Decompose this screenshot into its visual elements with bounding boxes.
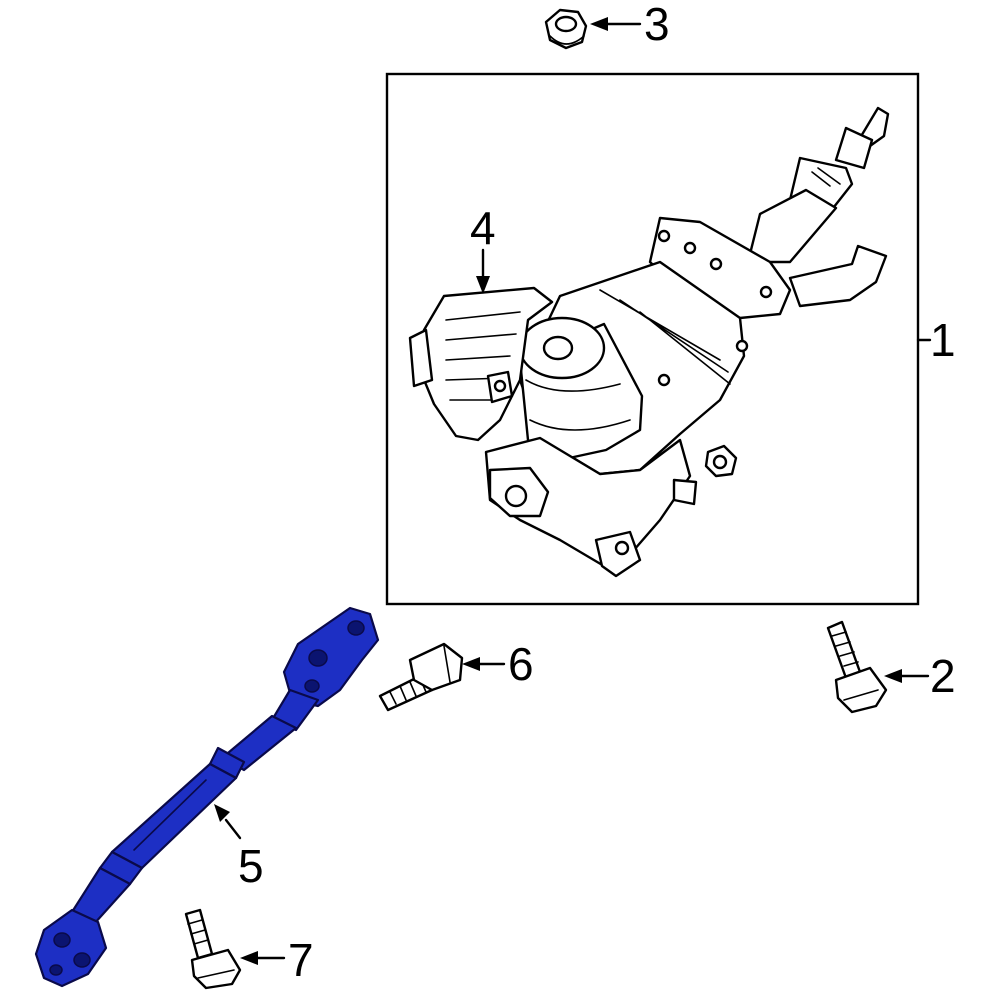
callout-3-arrow bbox=[590, 17, 608, 31]
callout-7-arrow bbox=[240, 951, 258, 965]
column-mount-bolt[interactable] bbox=[826, 620, 888, 714]
callout-5-arrow bbox=[214, 804, 230, 822]
callout-6-label: 6 bbox=[508, 638, 534, 690]
steering-column-assembly[interactable] bbox=[484, 106, 890, 578]
column-mount-nut[interactable] bbox=[544, 8, 588, 50]
shaft-pinch-bolt-upper[interactable] bbox=[378, 642, 464, 712]
callout-4-label: 4 bbox=[470, 202, 496, 254]
callout-6-arrow bbox=[462, 657, 480, 671]
callout-2-label: 2 bbox=[930, 650, 956, 702]
callout-4-arrow bbox=[476, 276, 490, 294]
callout-2-arrow bbox=[884, 669, 902, 683]
shaft-pinch-bolt-lower[interactable] bbox=[184, 908, 242, 990]
callout-5-leader bbox=[224, 818, 242, 840]
control-module[interactable] bbox=[408, 286, 554, 442]
intermediate-shaft[interactable] bbox=[34, 606, 380, 988]
callout-3-label: 3 bbox=[644, 0, 670, 50]
callout-5-label: 5 bbox=[238, 840, 264, 892]
callout-7-label: 7 bbox=[288, 934, 314, 986]
callout-1-label: 1 bbox=[930, 314, 956, 366]
